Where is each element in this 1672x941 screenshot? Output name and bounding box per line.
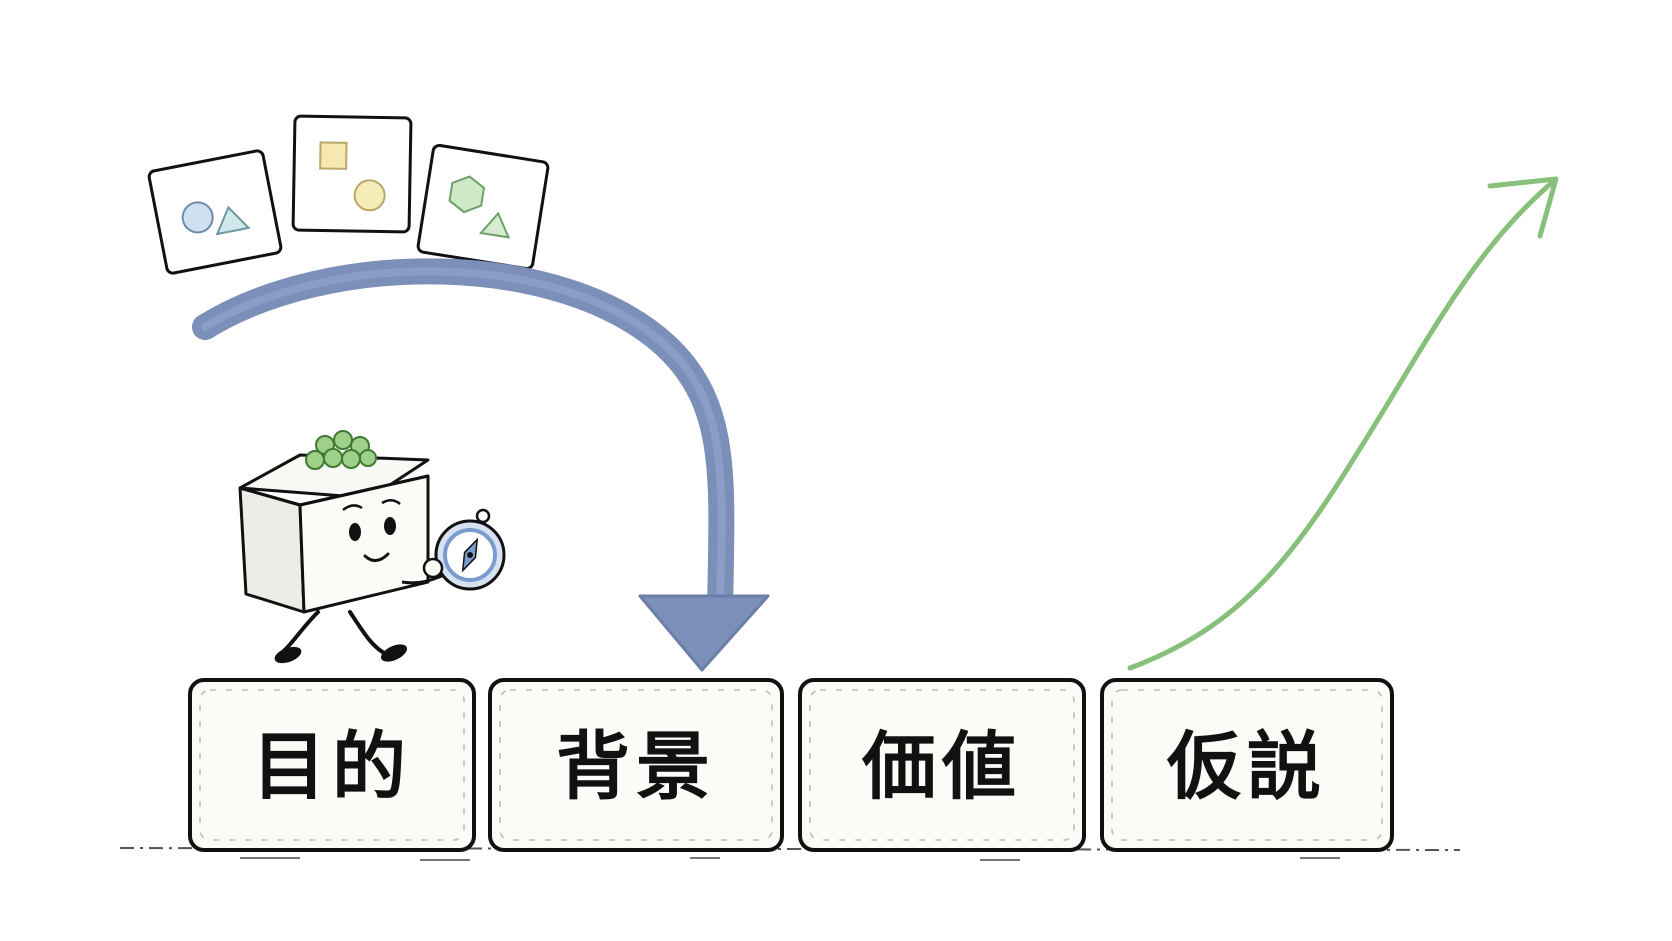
growth-arrow [1127,176,1559,671]
circle-icon [353,179,386,212]
block-label-2: 背景 [556,724,716,810]
block-kachi: 価値 [798,678,1086,852]
shape-card-2 [291,114,413,234]
hexagon-icon [448,175,486,214]
tofu-character-icon [238,430,506,664]
square-icon [319,141,348,170]
block-label-3: 価値 [861,724,1022,810]
block-label-4: 仮説 [1166,724,1327,810]
block-kasetsu: 仮説 [1100,678,1394,852]
arrow-head [638,594,770,672]
block-mokuteki: 目的 [188,678,476,852]
block-haikei: 背景 [488,678,784,852]
curved-arrow [192,258,770,672]
shape-card-3 [416,143,550,271]
sprout-cluster-icon [305,430,377,470]
circle-icon [181,201,214,234]
block-label-1: 目的 [252,724,412,810]
triangle-icon [215,205,251,236]
triangle-icon [478,211,511,239]
shape-card-1 [147,149,283,275]
compass-icon [422,508,506,591]
